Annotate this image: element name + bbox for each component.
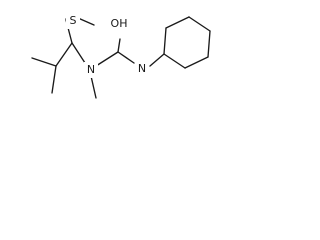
atom-label-s: S [70,14,77,27]
label-bg-s [66,13,80,29]
bond-carbonyl-nh [117,51,135,64]
molecule-drawing: S OH N N [31,13,211,99]
label-bg-n-amide [135,61,149,77]
atom-label-n-amide: N [138,62,146,75]
ring-bond-3 [188,16,211,32]
structure-diagram: S OH N N [0,0,234,116]
atom-label-layer: S OH N N [66,13,149,78]
atom-label-n-tertiary: N [87,63,95,76]
bond-ch-isopropyl [55,42,73,67]
ring-bond-1 [163,27,167,55]
label-bg-n-tertiary [84,62,98,78]
bond-isopropyl-bottom [51,65,57,94]
ring-bond-2 [165,16,190,29]
bond-s-methyl [77,17,95,26]
bond-n-methyl [90,75,97,99]
bond-nh-cyclohexyl [149,53,165,67]
label-bg-oh [109,14,129,32]
bond-layer [31,16,211,99]
atom-label-oh: OH [111,17,128,30]
bond-isopropyl-top [31,57,57,67]
bond-n-carbonyl [95,51,119,67]
bond-carbonyl-oh [117,38,121,53]
ring-bond-6 [163,53,186,69]
ring-bond-5 [184,56,209,69]
ring-bond-4 [207,30,211,58]
